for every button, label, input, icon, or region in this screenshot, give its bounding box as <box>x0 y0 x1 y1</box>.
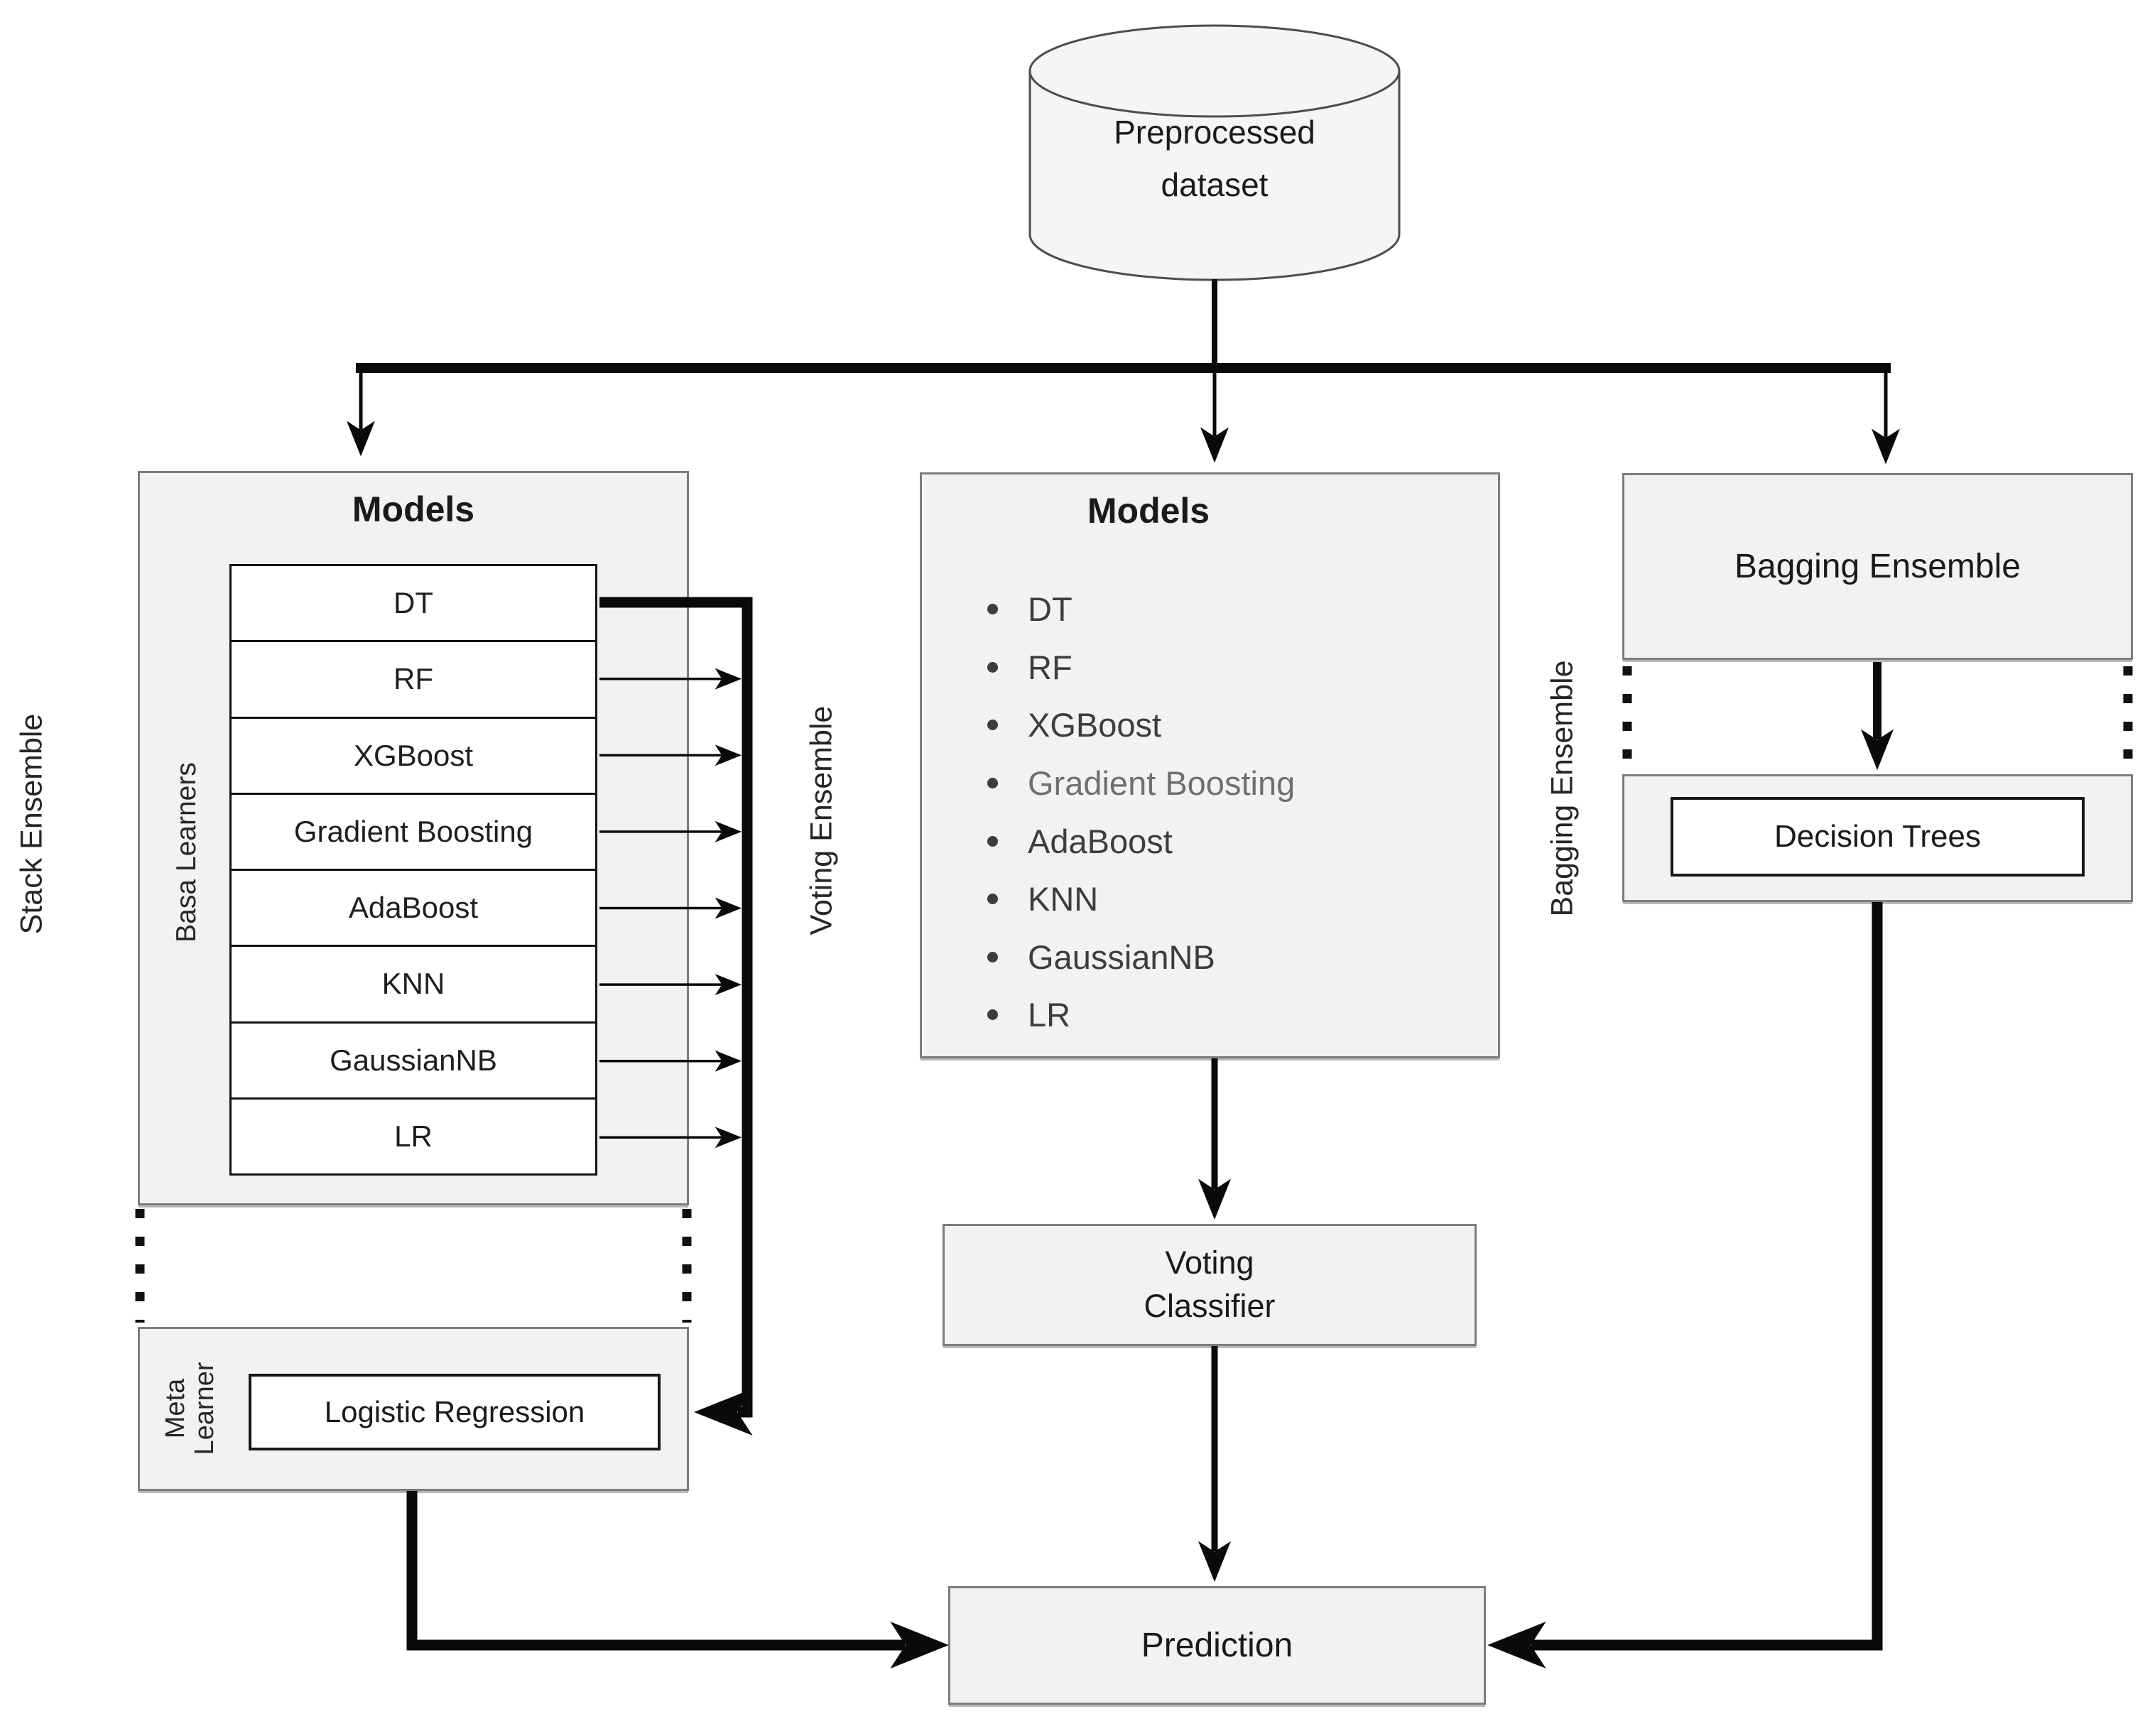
bullet-icon <box>987 894 998 905</box>
trees-to-prediction-arrow <box>1487 902 1883 1669</box>
cylinder-top <box>1028 24 1401 118</box>
voting-classifier-box: Voting Classifier <box>943 1224 1477 1346</box>
bagging-ensemble-side-label: Bagging Ensemble <box>1545 660 1580 917</box>
dataset-label-line2: dataset <box>1161 166 1269 203</box>
meta-learner-label-line2: Learner <box>190 1362 219 1455</box>
stack-models-title: Models <box>352 489 475 529</box>
bagging-ensemble-box: Bagging Ensemble <box>1622 473 2133 660</box>
voting-model-label: GaussianNB <box>1028 938 1215 976</box>
dataset-label: Preprocessed dataset <box>1030 107 1399 211</box>
voting-ensemble-side-label: Voting Ensemble <box>804 705 839 935</box>
voting-model-item: AdaBoost <box>987 812 1484 870</box>
stack-ensemble-side-label: Stack Ensemble <box>14 713 49 935</box>
voting-model-label: XGBoost <box>1028 706 1162 744</box>
prediction-box: Prediction <box>948 1586 1486 1705</box>
base-learners-label: Basa Learners <box>171 762 202 943</box>
base-learner-row: KNN <box>232 945 595 1021</box>
bullet-icon <box>987 604 998 615</box>
voting-classifier-label: Voting Classifier <box>1144 1242 1275 1328</box>
voting-model-item: DT <box>987 580 1484 639</box>
base-learner-row: DT <box>232 566 595 641</box>
meta-to-prediction-arrow <box>406 1491 949 1669</box>
base-learners-table: DT RF XGBoost Gradient Boosting AdaBoost… <box>229 564 597 1176</box>
bullet-icon <box>987 835 998 847</box>
base-learner-row: XGBoost <box>232 716 595 793</box>
logistic-regression-box: Logistic Regression <box>249 1374 661 1450</box>
voting-model-label: RF <box>1028 648 1072 686</box>
bullet-icon <box>987 1009 998 1021</box>
bullet-icon <box>987 778 998 789</box>
voting-model-item: XGBoost <box>987 696 1484 754</box>
voting-model-item: Gradient Boosting <box>987 754 1484 813</box>
voting-model-label: LR <box>1028 996 1071 1034</box>
decision-trees-box: Decision Trees <box>1671 797 2085 877</box>
voting-classifier-line1: Voting <box>1165 1244 1254 1281</box>
voting-model-item: RF <box>987 639 1484 697</box>
voting-model-item: LR <box>987 986 1484 1044</box>
bullet-icon <box>987 720 998 731</box>
base-learner-row: GaussianNB <box>232 1021 595 1097</box>
voting-model-label: Gradient Boosting <box>1028 764 1296 803</box>
voting-model-label: KNN <box>1028 880 1099 918</box>
voting-classifier-line2: Classifier <box>1144 1288 1276 1324</box>
voting-models-list: DT RF XGBoost Gradient Boosting AdaBoost… <box>987 580 1484 1044</box>
voting-model-item: KNN <box>987 870 1484 928</box>
voting-models-box <box>920 472 1500 1058</box>
base-learner-row: LR <box>232 1097 595 1173</box>
base-learner-row: RF <box>232 640 595 717</box>
meta-learner-label-line1: Meta <box>160 1378 190 1439</box>
base-learner-row: Gradient Boosting <box>232 792 595 869</box>
meta-learner-label: Meta Learner <box>161 1362 219 1455</box>
voting-model-item: GaussianNB <box>987 928 1484 987</box>
voting-model-label: DT <box>1028 590 1072 629</box>
bullet-icon <box>987 661 998 673</box>
dataset-label-line1: Preprocessed <box>1114 114 1315 151</box>
base-learner-row: AdaBoost <box>232 869 595 945</box>
voting-model-label: AdaBoost <box>1028 822 1173 860</box>
voting-models-title: Models <box>1087 491 1210 531</box>
bullet-icon <box>987 951 998 962</box>
